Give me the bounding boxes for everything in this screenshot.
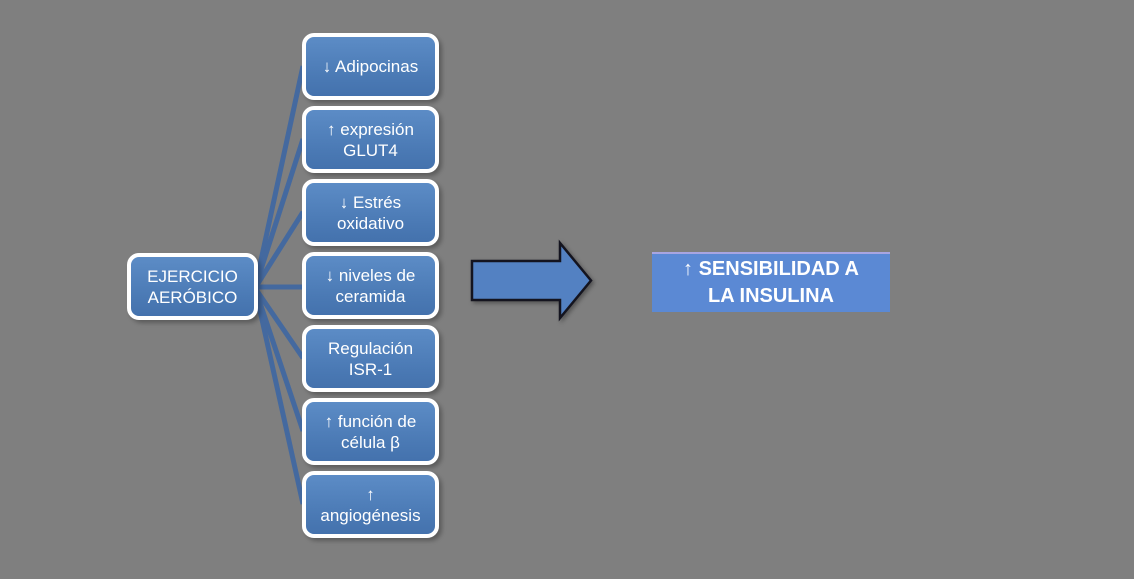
node-label: ↑ función de célula β <box>324 411 417 452</box>
node-estres-oxidativo: ↓ Estrés oxidativo <box>302 179 439 246</box>
connector-line <box>252 210 306 290</box>
node-ejercicio-aerobico: EJERCICIO AERÓBICO <box>127 253 258 320</box>
connector-line <box>252 287 306 505</box>
connector-line <box>252 138 306 289</box>
node-label: ↑ angiogénesis <box>320 484 421 525</box>
node-expresion-glut4: ↑ expresión GLUT4 <box>302 106 439 173</box>
node-label: EJERCICIO AERÓBICO <box>147 266 238 307</box>
connector-line <box>252 286 306 360</box>
node-label: ↑ SENSIBILIDAD A LA INSULINA <box>683 258 859 307</box>
node-angiogenesis: ↑ angiogénesis <box>302 471 439 538</box>
node-label: ↓ Adipocinas <box>322 57 419 76</box>
node-label: Regulación ISR-1 <box>327 338 414 379</box>
connector-line <box>252 287 306 432</box>
connector-lines <box>252 65 306 505</box>
node-niveles-ceramida: ↓ niveles de ceramida <box>302 252 439 319</box>
node-regulacion-isr1: Regulación ISR-1 <box>302 325 439 392</box>
node-sensibilidad-insulina: ↑ SENSIBILIDAD A LA INSULINA <box>652 252 890 312</box>
node-label: ↑ expresión GLUT4 <box>327 119 414 160</box>
node-funcion-celula-beta: ↑ función de célula β <box>302 398 439 465</box>
factor-column: ↓ Adipocinas ↑ expresión GLUT4 ↓ Estrés … <box>302 33 439 538</box>
node-label: ↓ Estrés oxidativo <box>336 192 405 233</box>
node-label: ↓ niveles de ceramida <box>325 265 416 306</box>
connector-line <box>252 65 306 289</box>
node-adipocinas: ↓ Adipocinas <box>302 33 439 100</box>
right-block-arrow-icon <box>470 239 593 322</box>
